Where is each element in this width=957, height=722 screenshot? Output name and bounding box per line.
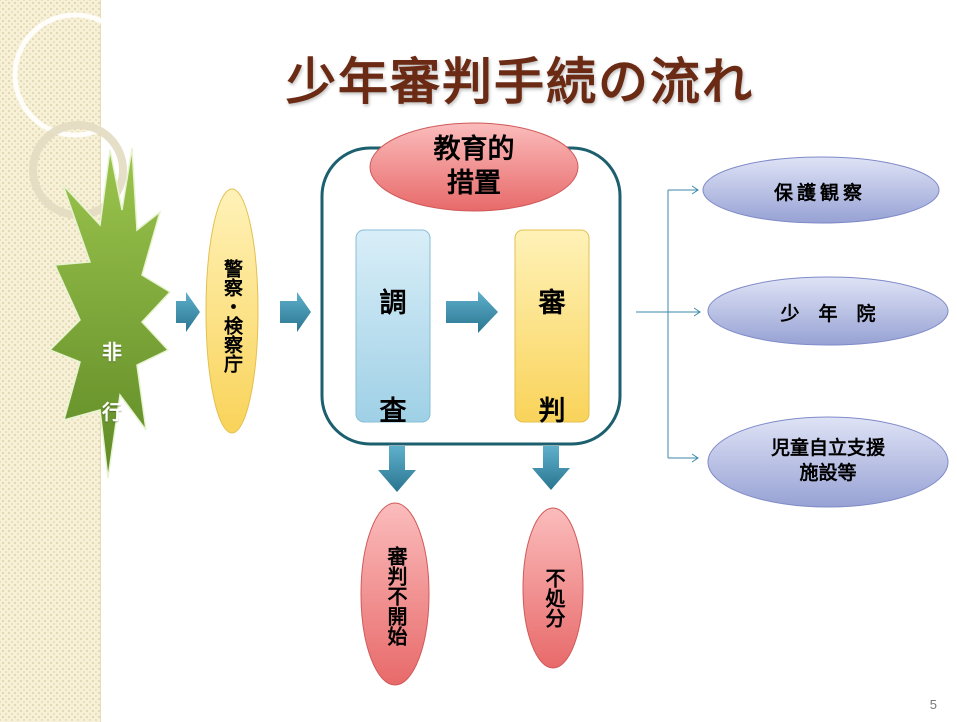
hiko-label: 非行 bbox=[92, 262, 132, 442]
branch-connector bbox=[636, 185, 701, 463]
trial-label: 審判 bbox=[515, 250, 589, 427]
not-started-label: 審判不開始 bbox=[384, 546, 408, 646]
page-number: 5 bbox=[929, 697, 937, 712]
decor-ring-1 bbox=[12, 12, 138, 138]
investigation-label: 調査 bbox=[356, 250, 430, 427]
police-label: 警察・検察庁 bbox=[221, 259, 243, 373]
arrow-investigation-to-trial bbox=[446, 291, 498, 333]
arrow-police-to-container bbox=[280, 292, 311, 332]
investigation-box bbox=[355, 229, 431, 423]
arrow-down-investigation bbox=[378, 446, 416, 492]
support-facility-label: 児童自立支援 施設等 bbox=[770, 437, 885, 484]
arrow-down-trial bbox=[532, 446, 570, 490]
not-started-oval bbox=[360, 502, 430, 686]
investigation-text: 調査 bbox=[379, 288, 407, 427]
probation-oval bbox=[702, 156, 940, 224]
trial-box bbox=[514, 229, 590, 423]
hiko-text: 非行 bbox=[102, 340, 122, 424]
page-title: 少年審判手続の流れ bbox=[286, 53, 754, 111]
probation-label: 保護観察 bbox=[773, 182, 866, 204]
juvenile-school-oval bbox=[707, 276, 949, 346]
no-disposition-oval bbox=[522, 507, 584, 669]
juvenile-school-label: 少 年 院 bbox=[780, 303, 876, 325]
police-oval bbox=[205, 188, 259, 434]
arrow-hiko-to-police bbox=[176, 292, 200, 332]
education-oval bbox=[369, 122, 579, 212]
starburst-shape bbox=[48, 147, 172, 479]
education-label: 教育的 措置 bbox=[433, 134, 515, 199]
support-facility-oval bbox=[707, 416, 949, 508]
trial-text: 審判 bbox=[538, 288, 566, 427]
no-disposition-label: 不処分 bbox=[542, 568, 566, 628]
